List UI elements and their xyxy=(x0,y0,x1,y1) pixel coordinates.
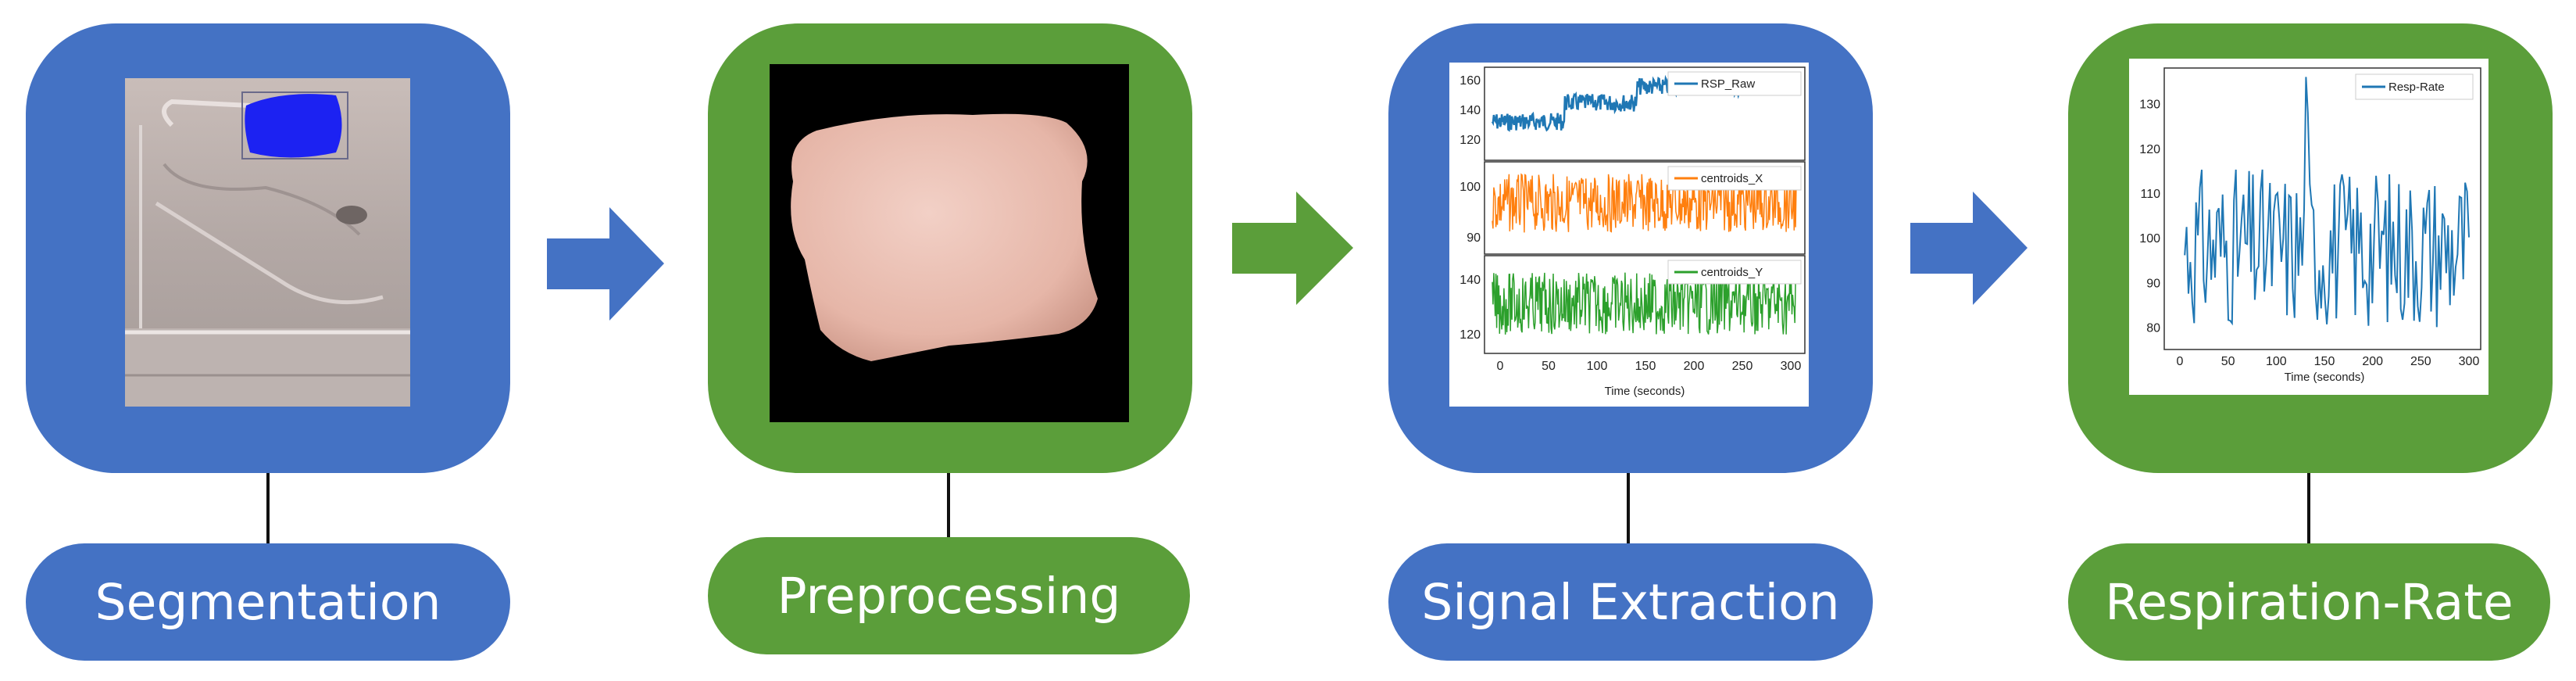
x-tick-label: 300 xyxy=(1781,360,1802,373)
y-tick-label: 120 xyxy=(2139,143,2160,156)
x-tick-label: 100 xyxy=(2266,355,2287,368)
y-tick-label: 90 xyxy=(1467,231,1481,245)
x-tick-label: 50 xyxy=(1542,360,1556,373)
x-tick-label: 0 xyxy=(2177,355,2184,368)
x-tick-label: 150 xyxy=(2314,355,2335,368)
legend-label: RSP_Raw xyxy=(1701,77,1755,91)
x-tick-label: 300 xyxy=(2459,355,2480,368)
x-tick-label: 200 xyxy=(1684,360,1705,373)
respiration-rate-label: Respiration-Rate xyxy=(2068,543,2550,661)
y-tick-label: 110 xyxy=(2140,188,2160,201)
y-tick-label: 140 xyxy=(1459,104,1481,117)
y-tick-label: 100 xyxy=(2139,232,2160,246)
y-tick-label: 160 xyxy=(1459,74,1481,88)
x-tick-label: 250 xyxy=(1732,360,1753,373)
x-tick-label: 100 xyxy=(1587,360,1608,373)
y-tick-label: 140 xyxy=(1459,274,1481,287)
preprocessing-label: Preprocessing xyxy=(708,537,1190,654)
legend-label: centroids_X xyxy=(1701,172,1763,185)
x-axis-label: Time (seconds) xyxy=(1605,385,1685,398)
legend-label: centroids_Y xyxy=(1701,266,1763,279)
segmentation-image xyxy=(125,78,410,407)
y-tick-label: 130 xyxy=(2139,99,2160,112)
signal-chart: RSP_Raw centroids_X centroids_Y 160 140 … xyxy=(1449,63,1809,407)
y-tick-label: 90 xyxy=(2146,277,2160,290)
arrow-right-icon xyxy=(547,207,664,321)
y-tick-label: 120 xyxy=(1459,328,1481,342)
segmentation-connector xyxy=(266,473,270,543)
respiration-rate-connector xyxy=(2307,473,2310,543)
legend-resp-rate: Resp-Rate xyxy=(2355,73,2474,100)
x-tick-label: 150 xyxy=(1635,360,1656,373)
legend-centroids-x: centroids_X xyxy=(1667,166,1802,191)
series-line-resp-rate xyxy=(2184,77,2470,328)
x-tick-label: 250 xyxy=(2410,355,2431,368)
legend-label: Resp-Rate xyxy=(2388,81,2445,94)
x-tick-label: 0 xyxy=(1497,360,1504,373)
x-tick-label: 50 xyxy=(2221,355,2235,368)
segmentation-label: Segmentation xyxy=(26,543,510,661)
arrow-right-icon xyxy=(1232,192,1353,305)
preprocessing-image xyxy=(770,64,1129,422)
series-line-centroids_Y xyxy=(1492,271,1798,335)
legend-rsp-raw: RSP_Raw xyxy=(1667,71,1802,96)
preprocessing-connector xyxy=(947,473,950,537)
respiration-chart: Resp-Rate 130 120 110 100 90 80 0 50 100 150 200 2… xyxy=(2129,59,2488,395)
y-tick-label: 80 xyxy=(2146,321,2160,335)
legend-centroids-y: centroids_Y xyxy=(1667,260,1802,285)
y-tick-label: 100 xyxy=(1459,181,1481,194)
x-tick-label: 200 xyxy=(2362,355,2383,368)
x-axis-label: Time (seconds) xyxy=(2285,371,2365,384)
arrow-right-icon xyxy=(1910,192,2028,305)
y-tick-label: 120 xyxy=(1459,134,1481,147)
signal-extraction-connector xyxy=(1627,473,1630,543)
signal-extraction-label: Signal Extraction xyxy=(1388,543,1873,661)
